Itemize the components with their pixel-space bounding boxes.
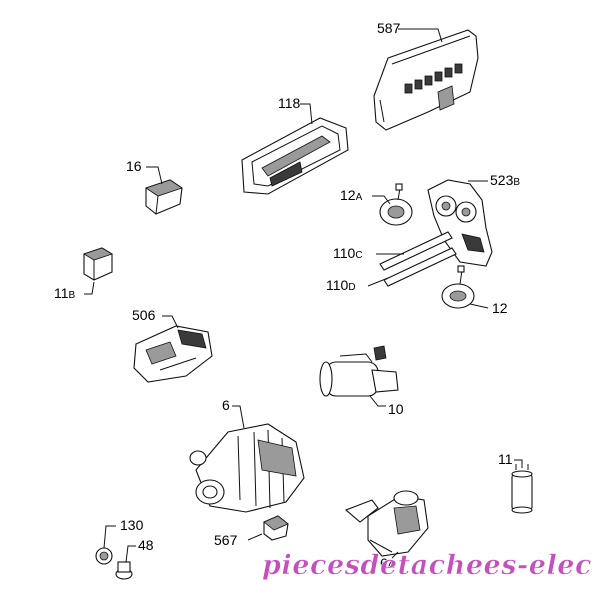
label-506: 506 — [132, 307, 156, 323]
part-6a-drain-pump — [344, 490, 429, 557]
leader-48 — [125, 545, 136, 563]
leader-16 — [146, 166, 163, 185]
part-118-tray — [241, 117, 349, 195]
label-110c: 110C — [333, 245, 363, 261]
part-506-module — [133, 325, 213, 383]
label-16: 16 — [126, 158, 142, 174]
watermark-text: piecesdetachees-elec — [262, 550, 592, 581]
leader-11b — [84, 281, 95, 295]
part-110-tubes — [379, 231, 457, 287]
label-11: 11 — [498, 451, 513, 467]
label-12a: 12A — [340, 187, 363, 203]
part-130-seal — [95, 547, 113, 565]
leader-10 — [369, 395, 386, 407]
leader-110d — [367, 277, 389, 287]
label-12: 12 — [492, 300, 508, 316]
leader-118 — [300, 103, 313, 125]
label-587: 587 — [377, 20, 401, 36]
label-110d: 110D — [326, 277, 356, 293]
label-6a: 6A — [380, 555, 395, 571]
part-523b-bracket — [427, 179, 493, 267]
part-11b-relay — [83, 247, 113, 281]
part-48-plug — [115, 561, 133, 580]
label-48: 48 — [138, 537, 154, 553]
label-11b: 11B — [54, 285, 76, 301]
part-12a-pressure-switch — [379, 183, 413, 226]
leader-6a — [391, 551, 399, 559]
label-523b: 523B — [490, 172, 520, 188]
leader-6 — [232, 405, 245, 429]
label-10: 10 — [388, 401, 404, 417]
label-6: 6 — [222, 397, 230, 413]
leader-567 — [247, 533, 263, 541]
label-118: 118 — [278, 95, 301, 111]
leader-12 — [469, 303, 489, 309]
part-11-capacitor — [511, 464, 533, 514]
part-6-circulation-pump — [189, 423, 305, 513]
part-12-pressure-switch — [441, 265, 475, 309]
part-567-cap — [263, 515, 289, 541]
part-10-valve — [319, 345, 399, 397]
part-16-switch — [145, 179, 183, 215]
label-130: 130 — [120, 517, 144, 533]
leader-11 — [514, 459, 523, 468]
leader-506 — [162, 315, 179, 329]
label-567: 567 — [214, 532, 238, 548]
leader-587 — [398, 28, 443, 43]
leader-130 — [103, 525, 116, 549]
leader-12a — [372, 195, 391, 205]
part-587-control-board — [373, 29, 479, 131]
